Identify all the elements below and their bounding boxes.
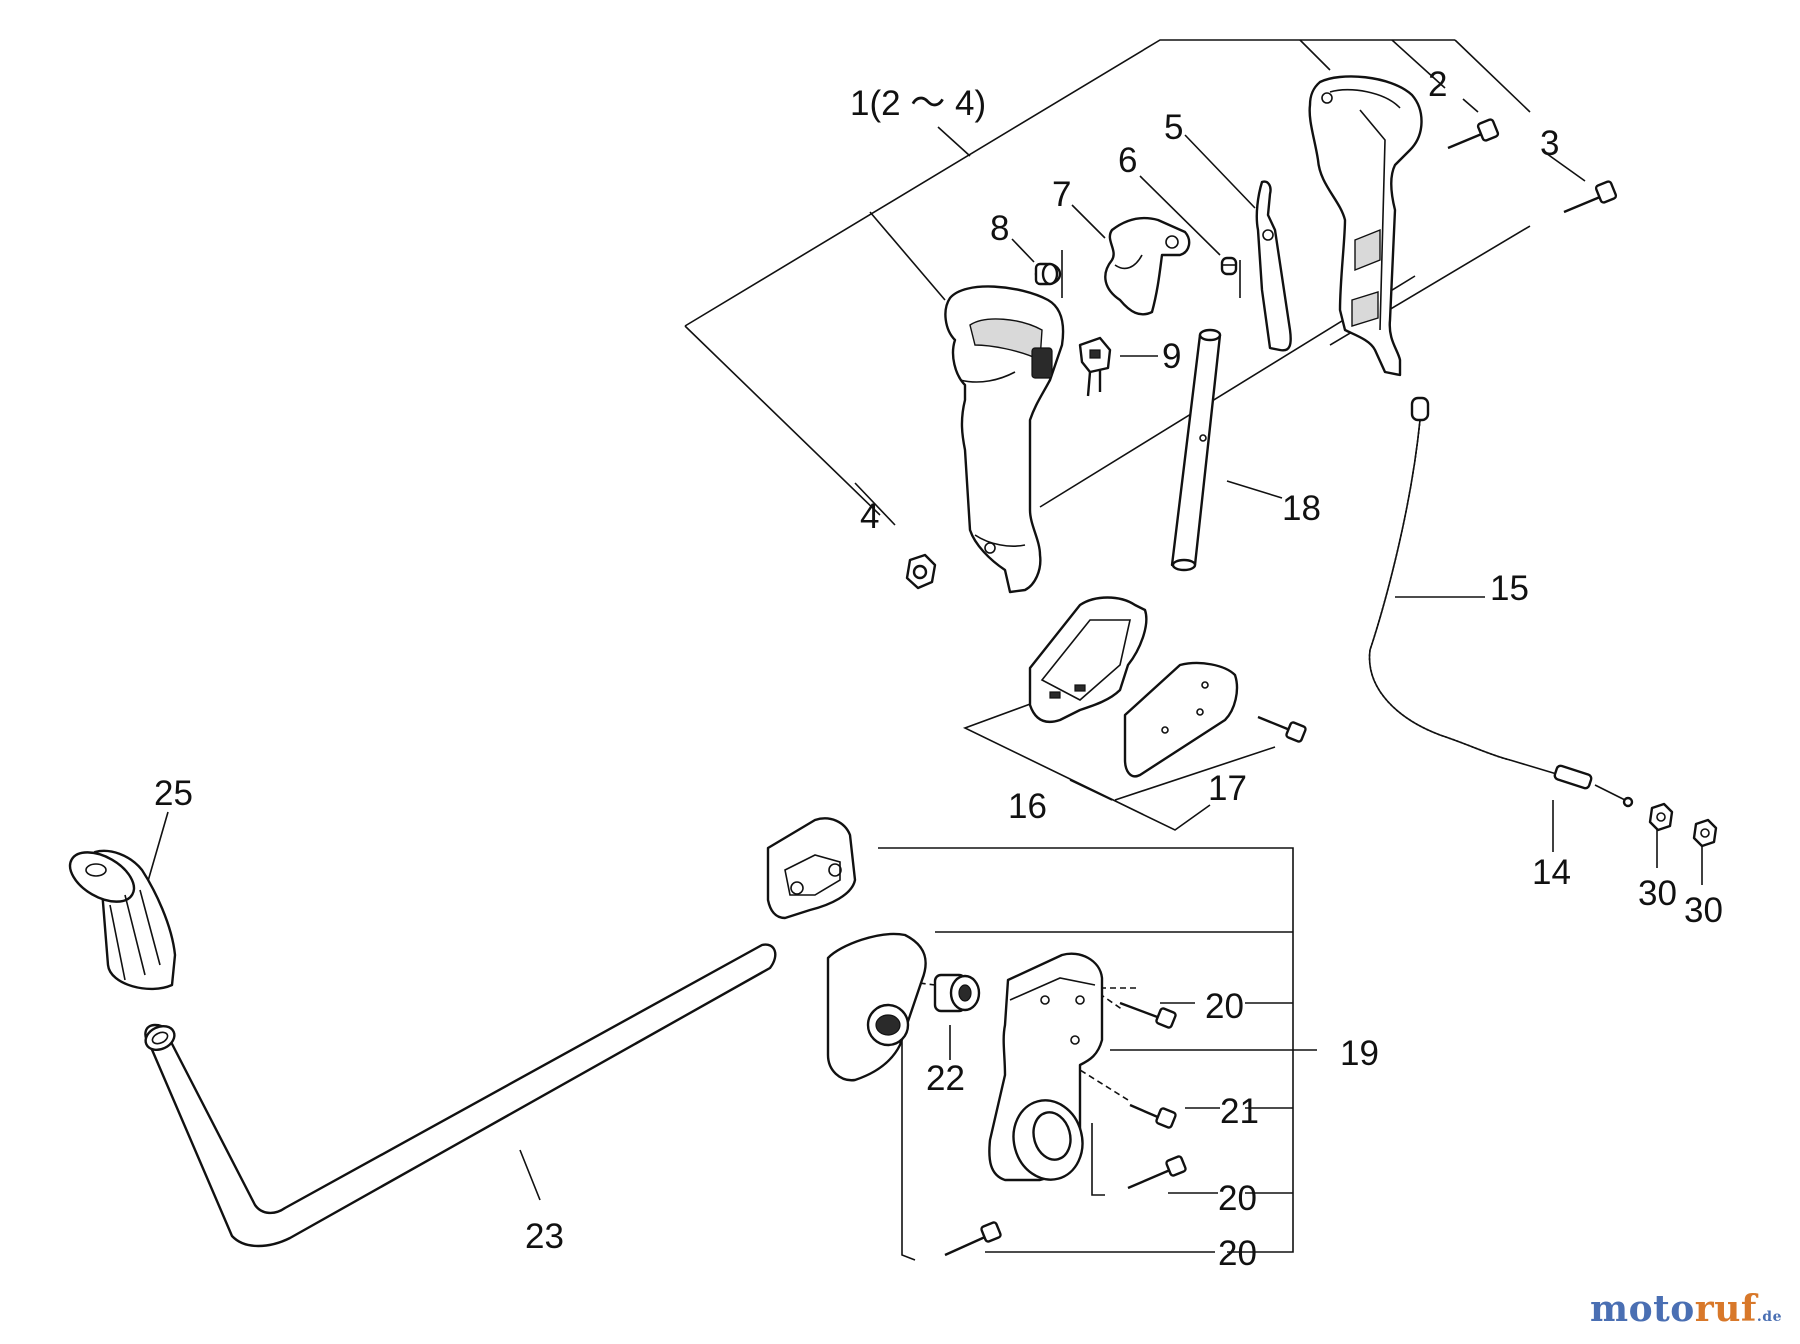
callout-22: 22 <box>926 1059 965 1098</box>
callout-20-top: 20 <box>1205 987 1244 1026</box>
bushing-part-8 <box>1034 262 1062 286</box>
bolt-part-20-middle <box>1127 1155 1187 1190</box>
bolt-part-3 <box>1563 180 1618 214</box>
callout-17: 17 <box>1208 769 1247 808</box>
callout-18: 18 <box>1282 489 1321 528</box>
callout-5: 5 <box>1164 108 1183 147</box>
callout-20-middle: 20 <box>1218 1179 1257 1218</box>
handle-grip-left-half <box>944 285 1065 594</box>
callout-8: 8 <box>990 209 1009 248</box>
callout-9: 9 <box>1162 337 1181 376</box>
callout-30-right: 30 <box>1684 891 1723 930</box>
callout-30-left: 30 <box>1638 874 1677 913</box>
bolt-part-2 <box>1447 118 1500 150</box>
callout-1: 1(2 ～ 4) <box>850 84 986 123</box>
hand-grip-part-25 <box>68 849 177 991</box>
lockout-lever-part-7 <box>1104 216 1191 316</box>
callout-21: 21 <box>1220 1092 1259 1131</box>
clamp-cap-upper <box>766 817 857 920</box>
watermark-text-de: .de <box>1756 1309 1782 1325</box>
watermark-text-moto: moto <box>1590 1288 1695 1330</box>
throttle-cable-part-15 <box>1368 396 1561 776</box>
clamp-part-17 <box>1123 661 1239 778</box>
cable-adjuster-part-14 <box>1553 764 1634 808</box>
handle-grip-right-half <box>1308 75 1423 377</box>
callout-2: 2 <box>1428 65 1447 104</box>
clamp-plate-left <box>826 932 927 1082</box>
callout-14: 14 <box>1532 853 1571 892</box>
callout-7: 7 <box>1052 175 1071 214</box>
spacer-part-22 <box>933 973 981 1013</box>
handle-holder-part-16 <box>1028 596 1148 724</box>
shaft-pipe-part-18 <box>1170 328 1222 572</box>
watermark-logo: motoruf.de <box>1590 1288 1782 1330</box>
stop-switch-part-9 <box>1078 336 1112 397</box>
nut-part-30-left <box>1648 802 1674 832</box>
callout-3: 3 <box>1540 124 1559 163</box>
callout-20-bottom: 20 <box>1218 1234 1257 1273</box>
assembly-bracket-lines <box>145 39 1703 1261</box>
nut-part-4 <box>905 553 937 590</box>
callout-23: 23 <box>525 1217 564 1256</box>
callout-19: 19 <box>1340 1034 1379 1073</box>
bolt-part-17 <box>1257 715 1307 743</box>
callout-25: 25 <box>154 774 193 813</box>
main-clamp-body-part-19 <box>988 952 1104 1182</box>
handle-bar-part-23 <box>144 943 777 1248</box>
bolt-part-20-bottom <box>944 1221 1002 1257</box>
callout-15: 15 <box>1490 569 1529 608</box>
callout-6: 6 <box>1118 141 1137 180</box>
watermark-text-ruf: ruf <box>1694 1288 1757 1330</box>
callout-4: 4 <box>860 497 879 536</box>
spring-part-6 <box>1220 256 1238 276</box>
nut-part-30-right <box>1692 818 1718 848</box>
throttle-lever-part-5 <box>1255 180 1292 352</box>
callout-16: 16 <box>1008 787 1047 826</box>
callout-labels: 1(2 ～ 4) 2 3 4 5 6 7 8 9 14 15 16 17 18 … <box>154 65 1723 1273</box>
bolt-part-20-top <box>1119 1001 1177 1029</box>
bolt-part-21 <box>1129 1103 1177 1129</box>
